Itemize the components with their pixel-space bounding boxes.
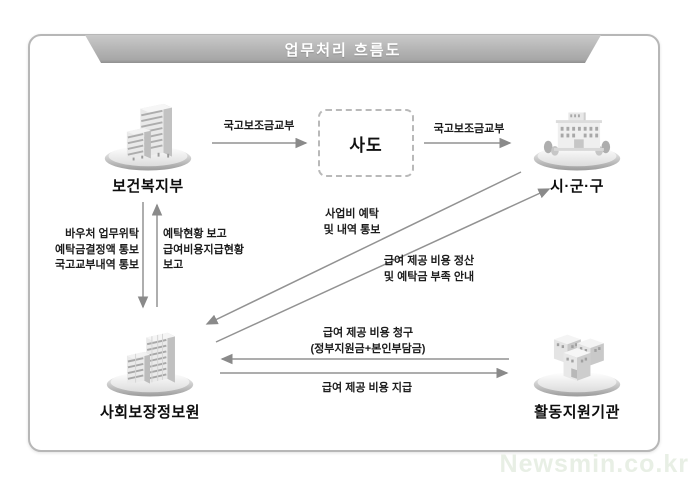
flow-label-ssis-to-mohw: 예탁현황 보고 급여비용지급현황 보고: [163, 228, 244, 271]
node-sado: 사도: [318, 109, 414, 177]
building-icon-ssis: [106, 332, 194, 397]
node-label-agency: 활동지원기관: [534, 404, 620, 421]
node-label-ssis: 사회보장정보원: [99, 404, 201, 421]
flow-label-mohw-to-ssis: 바우처 업무위탁 예탁금결정액 통보 국고교부내역 통보: [54, 228, 139, 271]
node-label-sado: 사도: [349, 135, 383, 155]
node-label-mohw: 보건복지부: [112, 178, 184, 195]
node-mohw: 보건복지부: [88, 97, 208, 196]
building-icon-mohw: [104, 103, 192, 171]
building-icon-sigungu: [533, 112, 621, 171]
node-agency: 활동지원기관: [517, 323, 637, 422]
flow-label-grant-to-sado: 국고보조금교부: [223, 120, 295, 132]
watermark: Newsmin.co.kr: [499, 450, 689, 478]
flow-label-ssis-to-sigungu: 급여 제공 비용 정산 및 예탁금 부족 안내: [383, 255, 475, 283]
node-label-sigungu: 시·군·구: [550, 178, 604, 195]
building-icon-agency: [533, 334, 621, 397]
node-ssis: 사회보장정보원: [90, 323, 210, 422]
flow-label-grant-to-sigungu: 국고보조금교부: [433, 123, 505, 135]
flow-label-agency-to-ssis: 급여 제공 비용 청구 (정부지원금+본인부담금): [310, 327, 426, 355]
flow-label-ssis-to-agency: 급여 제공 비용 지급: [321, 382, 413, 394]
page-title: 업무처리 흐름도: [284, 41, 402, 59]
title-banner: 업무처리 흐름도: [85, 35, 601, 63]
flow-label-sigungu-to-ssis: 사업비 예탁 및 내역 통보: [323, 208, 381, 236]
node-sigungu: 시·군·구: [517, 97, 637, 196]
